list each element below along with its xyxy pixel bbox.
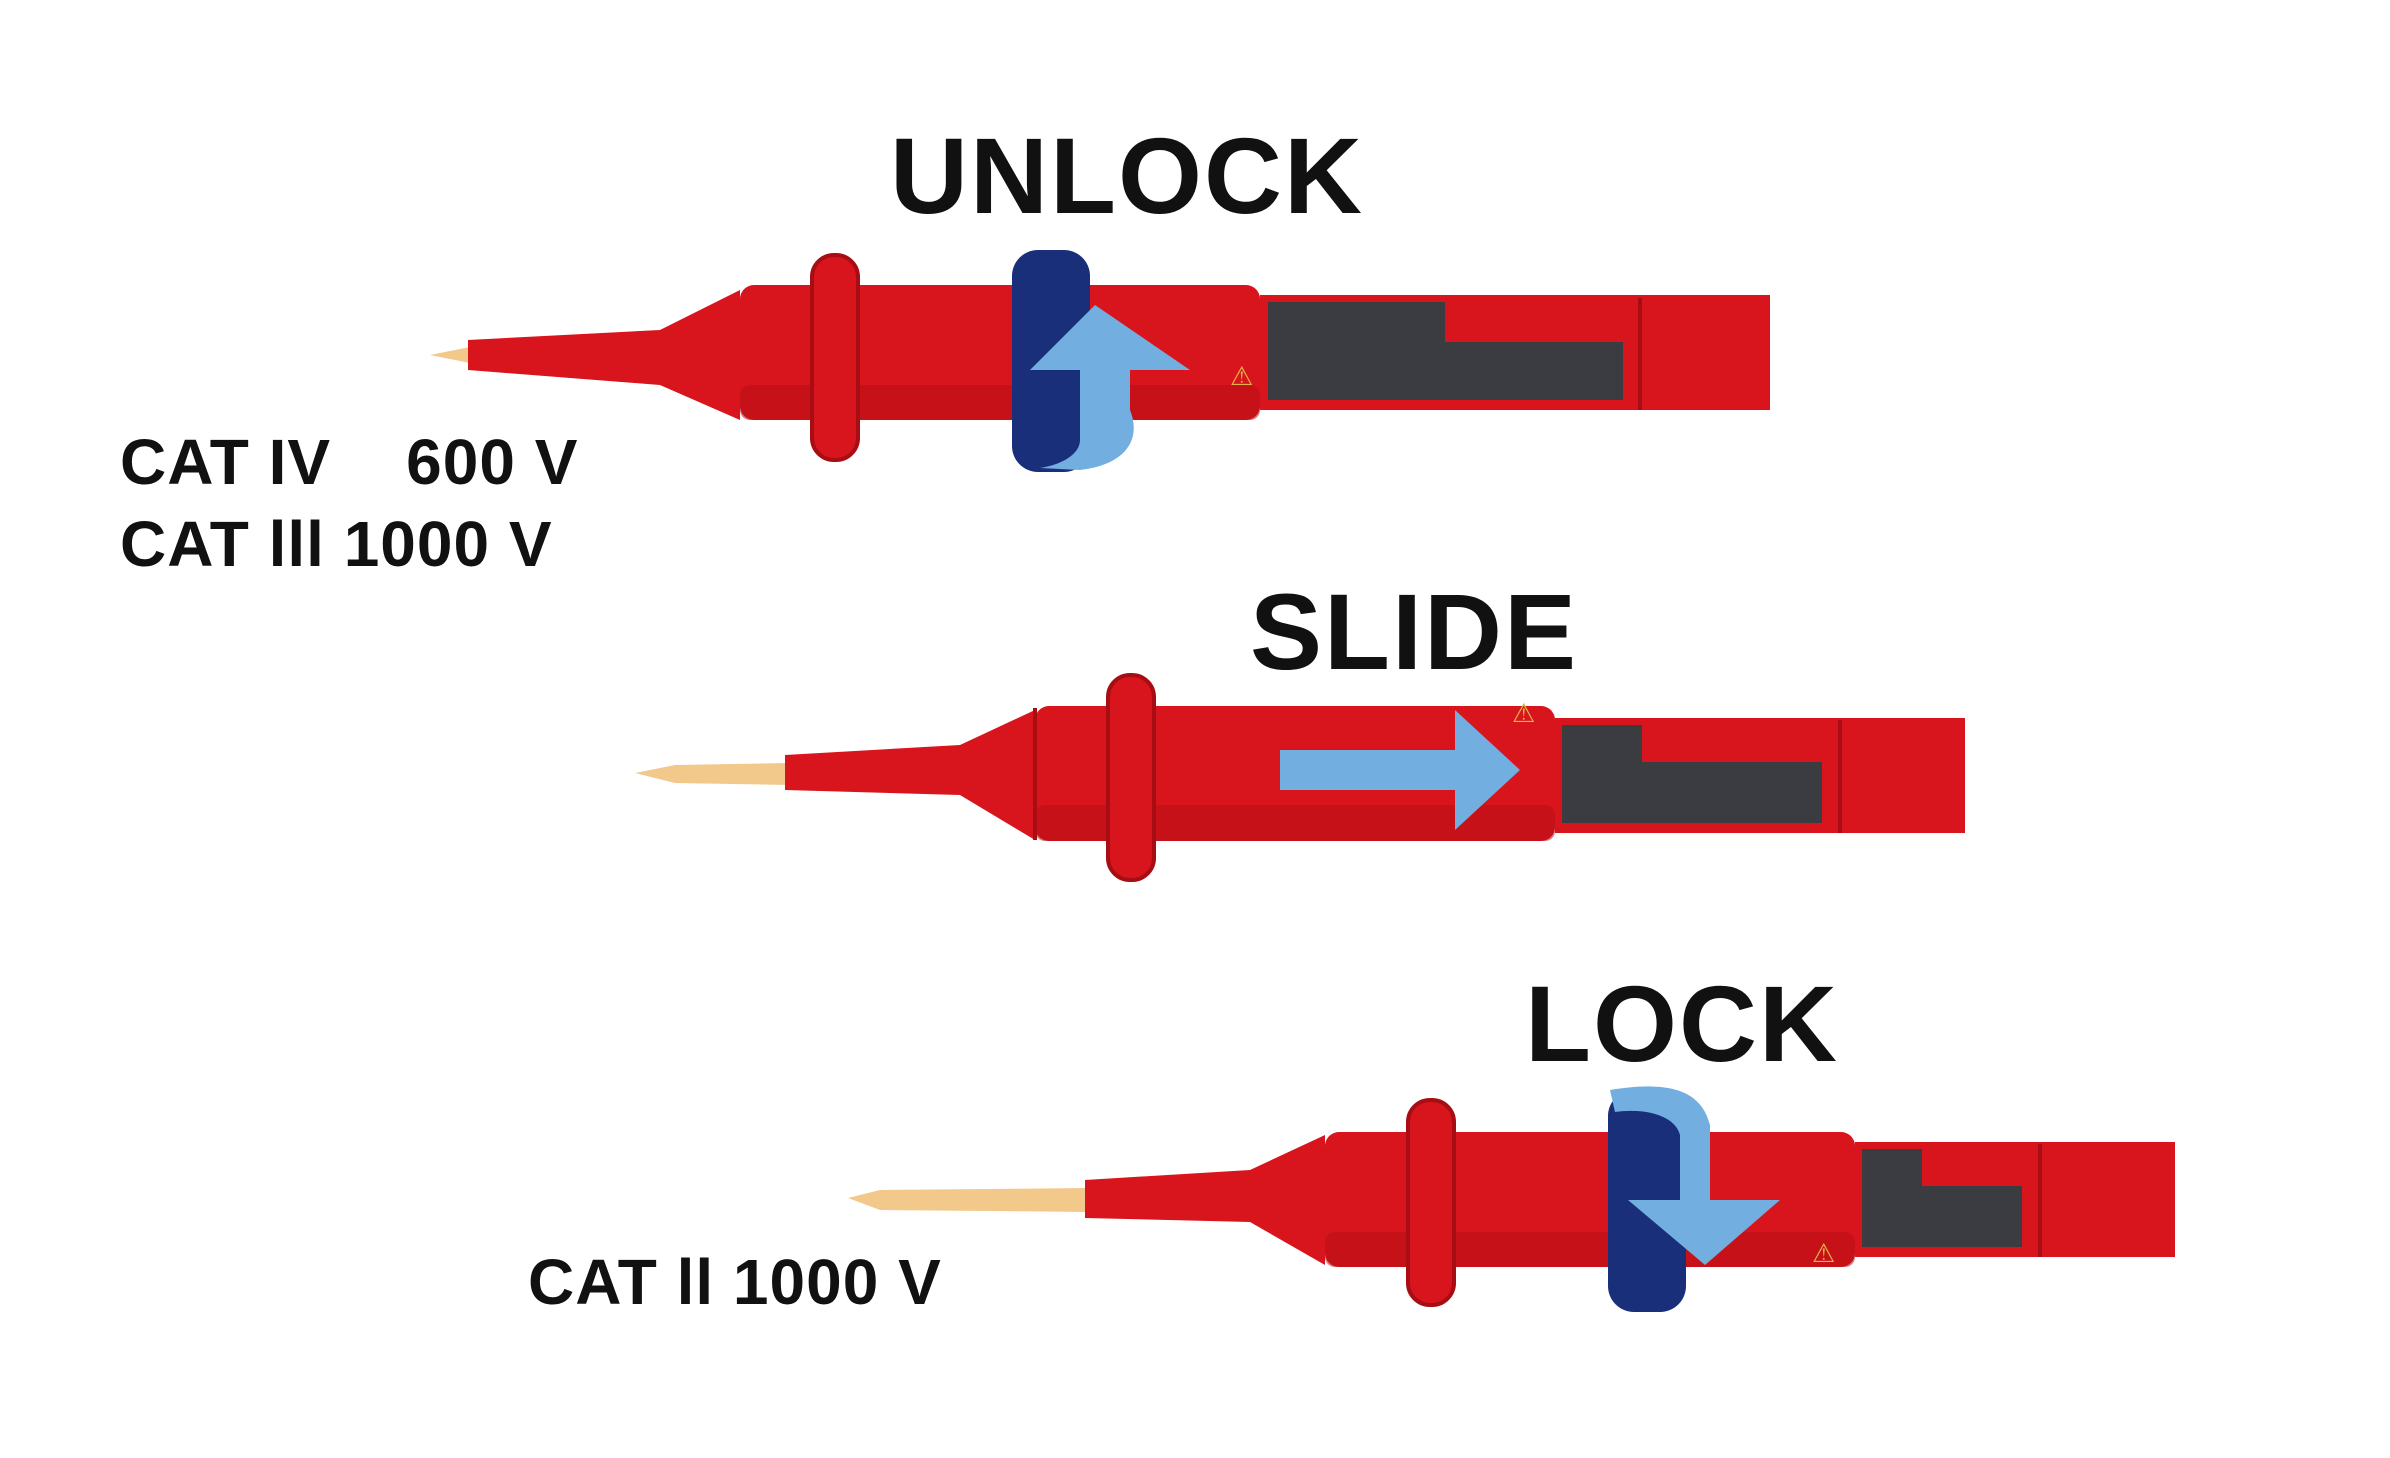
probe-tip xyxy=(848,1188,1090,1212)
lock-label: LOCK xyxy=(1525,963,1839,1084)
unlock-label: UNLOCK xyxy=(890,115,1364,236)
probe-tip xyxy=(430,347,470,363)
svg-text:⚠: ⚠ xyxy=(1230,361,1253,391)
svg-text:⚠: ⚠ xyxy=(1812,1238,1835,1268)
probe-tip xyxy=(635,763,790,785)
arrow-right-icon xyxy=(1280,710,1520,830)
probe-unlock: ⚠ xyxy=(430,250,1770,472)
rotate-clockwise-arrow-icon xyxy=(1610,1086,1780,1265)
svg-text:⚠: ⚠ xyxy=(1512,698,1535,728)
probe-shaft xyxy=(468,290,740,420)
rotate-counterclockwise-arrow-icon xyxy=(1030,305,1190,470)
slide-label: SLIDE xyxy=(1250,571,1579,692)
probe-shaft xyxy=(785,710,1035,840)
probe-shaft xyxy=(1085,1135,1325,1265)
rating-cat-iii: CAT lll 1000 V xyxy=(120,508,553,580)
finger-guard xyxy=(1106,673,1156,882)
finger-guard xyxy=(810,253,860,462)
finger-guard xyxy=(1406,1098,1456,1307)
probe-slide: ⚠ xyxy=(635,673,1965,882)
probe-lock: ⚠ xyxy=(848,1086,2175,1312)
rating-cat-ii: CAT ll 1000 V xyxy=(528,1246,942,1318)
rating-cat-iv: CAT IV 600 V xyxy=(120,426,579,498)
